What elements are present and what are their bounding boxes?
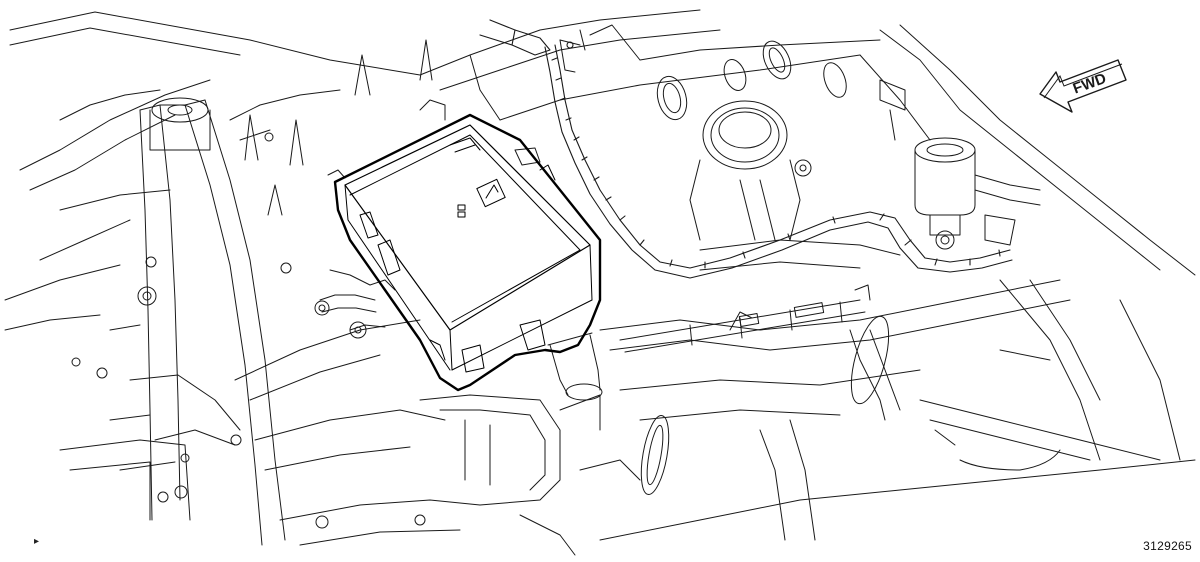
box-outlet-cable xyxy=(547,332,603,401)
forward-direction-arrow: FWD xyxy=(1039,59,1127,113)
connector-strip xyxy=(619,284,871,353)
left-fender-structure xyxy=(4,11,433,379)
underhood-fuse-block xyxy=(333,113,602,392)
brake-reservoir xyxy=(879,79,1041,250)
corner-mark: ▸ xyxy=(34,536,40,547)
figure-number: 3129265 xyxy=(1143,539,1192,553)
right-wheel-well xyxy=(559,179,1196,541)
inner-fender-panel xyxy=(234,262,576,556)
frame-rail xyxy=(59,99,286,546)
wiring-harness xyxy=(479,19,1013,279)
firewall-cowl xyxy=(419,9,1196,276)
ground-cables xyxy=(314,99,541,339)
